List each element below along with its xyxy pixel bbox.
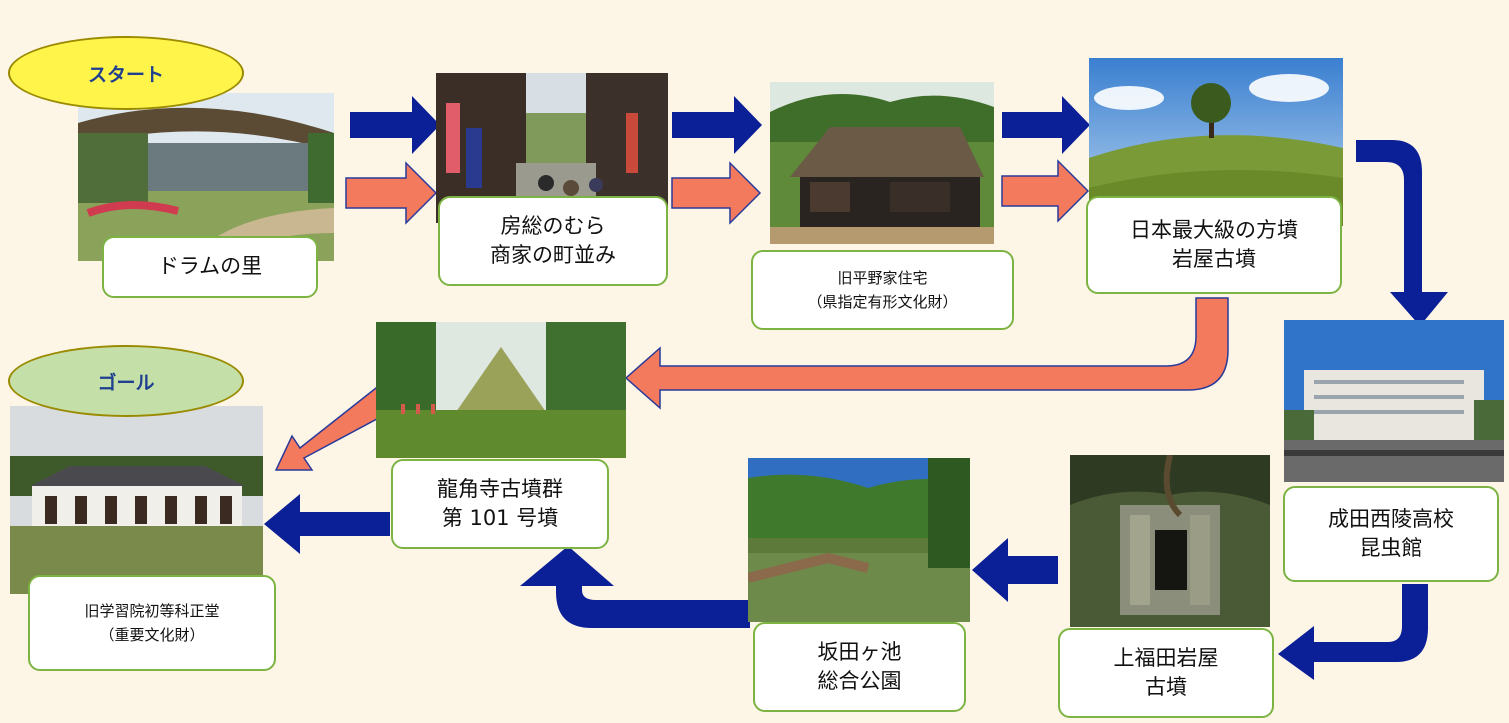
label-boso-no-mura: 房総のむら 商家の町並み [438, 196, 668, 286]
blue-arrow-1 [350, 96, 440, 154]
label-gakushuin-hall: 旧学習院初等科正堂 （重要文化財） [28, 575, 276, 671]
label-ryukakuji-kofun: 龍角寺古墳群 第 101 号墳 [391, 459, 609, 549]
label-sakatagaike: 坂田ヶ池 総合公園 [753, 622, 966, 712]
photo-ryukakuji-kofun [376, 322, 626, 458]
photo-seiryo-high-school [1284, 320, 1504, 482]
label-hirano-house: 旧平野家住宅 （県指定有形文化財） [751, 250, 1014, 330]
blue-curve-arrow-down [1356, 140, 1448, 326]
label-kamifukuda-kofun: 上福田岩屋 古墳 [1058, 628, 1274, 718]
start-oval: スタート [8, 36, 244, 110]
blue-arrow-2 [672, 96, 762, 154]
photo-sakatagaike [748, 458, 970, 622]
orange-arrow-2 [671, 161, 762, 225]
label-drum-no-sato: ドラムの里 [102, 236, 318, 298]
goal-oval: ゴール [8, 345, 244, 417]
label-iwaya-kofun: 日本最大級の方墳 岩屋古墳 [1086, 196, 1342, 294]
orange-arrow-1 [345, 161, 438, 225]
orange-arrow-3 [1001, 159, 1090, 223]
blue-arrow-5 [264, 494, 390, 554]
photo-kamifukuda-kofun [1070, 455, 1270, 627]
blue-arrow-3 [1002, 96, 1090, 154]
orange-curve-arrow-left [624, 297, 1229, 410]
blue-curve-arrow-2 [1278, 584, 1428, 680]
blue-curve-arrow-up [520, 546, 750, 628]
photo-gakushuin-hall [10, 406, 263, 594]
photo-hirano-house [770, 82, 994, 244]
goal-label: ゴール [97, 371, 155, 394]
label-seiryo-high-school: 成田西陵高校 昆虫館 [1283, 486, 1499, 582]
orange-arrow-diagonal [274, 386, 392, 471]
blue-arrow-4 [972, 538, 1058, 602]
start-label: スタート [87, 63, 164, 86]
